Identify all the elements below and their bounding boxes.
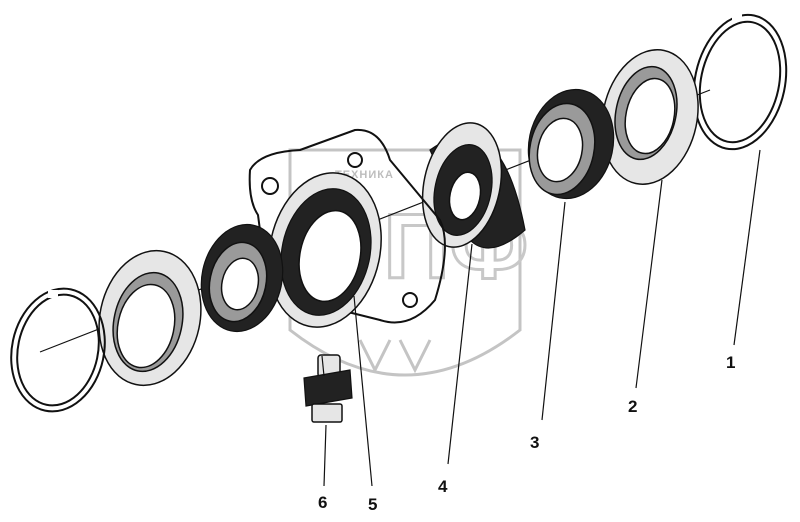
snap-ring-right <box>692 12 788 151</box>
callout-6: 6 <box>318 493 327 512</box>
leader-lines <box>323 149 761 487</box>
leader-line-5 <box>353 295 373 487</box>
seal-cap-left <box>98 249 202 387</box>
leader-line-4 <box>447 243 473 465</box>
snap-ring-left <box>10 287 106 413</box>
leader-line-1 <box>733 149 761 346</box>
callout-1: 1 <box>726 353 735 372</box>
callout-5: 5 <box>368 495 377 514</box>
leader-line-2 <box>635 179 663 389</box>
grease-nipple <box>303 354 353 423</box>
flanged-housing <box>248 128 446 328</box>
leader-line-6 <box>323 424 327 487</box>
callout-2: 2 <box>628 397 637 416</box>
leader-line-3 <box>541 201 566 421</box>
snap-ring-gap <box>48 290 58 298</box>
ball-bearing <box>527 88 615 200</box>
watermark-shield <box>288 148 522 377</box>
snap-ring-gap <box>732 12 742 21</box>
mounting-hole <box>261 177 279 195</box>
mounting-hole <box>347 152 363 168</box>
callout-4: 4 <box>438 477 448 496</box>
callout-3: 3 <box>530 433 539 452</box>
needle-bearing <box>421 122 526 249</box>
seal-cap-right <box>601 49 699 185</box>
callout-labels: 1 2 3 4 5 6 <box>318 353 735 514</box>
seal-ring-left <box>200 223 284 333</box>
mounting-hole <box>402 292 418 308</box>
watermark-emblem <box>358 339 432 374</box>
